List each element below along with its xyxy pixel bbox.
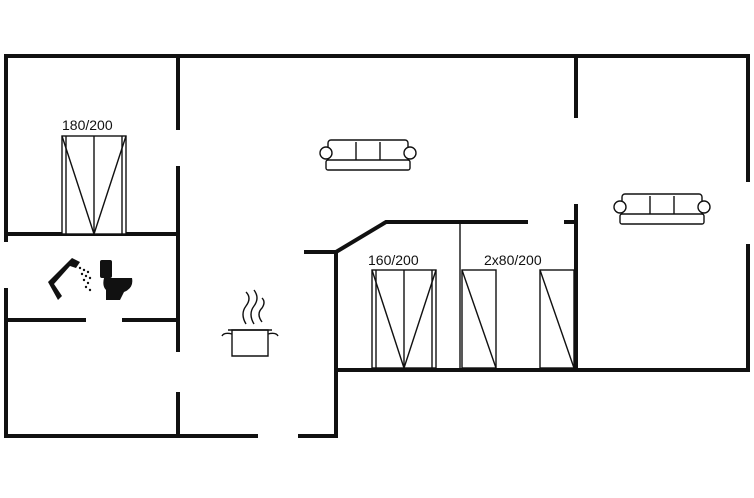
sofa-icon — [613, 193, 711, 225]
wall-outer-left-bottom — [4, 288, 258, 438]
shower-icon — [48, 258, 92, 300]
toilet-icon — [100, 260, 133, 300]
wall-bedrooms-top — [304, 220, 528, 254]
wall-outer-bottom-right — [298, 244, 750, 438]
single-bed-icon — [461, 269, 497, 369]
bed-label-160-200: 160/200 — [368, 252, 419, 268]
double-bed-icon — [61, 135, 127, 235]
bed-label-2x80-200: 2x80/200 — [484, 252, 542, 268]
sofa-icon — [319, 139, 417, 171]
double-bed-icon — [371, 269, 437, 369]
cooking-pot-icon — [221, 289, 279, 357]
bed-label-180-200: 180/200 — [62, 117, 113, 133]
walls — [4, 54, 750, 438]
single-bed-icon — [539, 269, 575, 369]
wall-outer-top — [4, 54, 750, 242]
